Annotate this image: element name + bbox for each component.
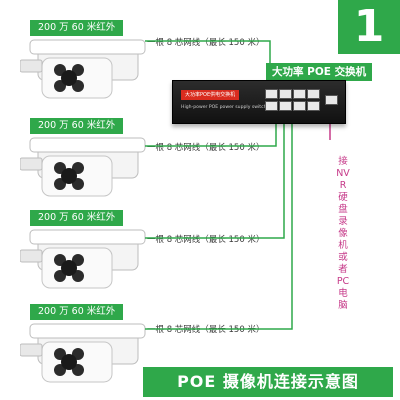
nvr-pc-label: 接NVR硬盘录像机或者PC电脑 xyxy=(336,156,350,311)
switch-brand: 大功率POE供电交换机 xyxy=(181,90,240,100)
ethernet-port xyxy=(265,101,278,111)
camera-tag: 200 万 60 米红外 xyxy=(30,118,124,134)
cable-label: 一根 8 芯网线（最长 150 米） xyxy=(147,38,265,48)
ethernet-port xyxy=(265,89,278,99)
ethernet-port xyxy=(307,101,320,111)
ethernet-port xyxy=(279,101,292,111)
camera-tag: 200 万 60 米红外 xyxy=(30,304,124,320)
cable-label: 一根 8 芯网线（最长 150 米） xyxy=(147,235,265,245)
cable-line xyxy=(145,100,285,239)
uplink-port xyxy=(325,95,338,105)
camera-image xyxy=(20,323,146,383)
ethernet-port xyxy=(307,89,320,99)
cable-line xyxy=(145,100,293,330)
poe-switch: 大功率POE供电交换机 High-power POE power supply … xyxy=(172,80,346,124)
step-number-badge: 1 xyxy=(338,0,400,54)
ethernet-port xyxy=(279,89,292,99)
diagram-title: POE 摄像机连接示意图 xyxy=(143,367,393,397)
camera-image xyxy=(20,137,146,197)
camera-image xyxy=(20,39,146,99)
ethernet-port xyxy=(293,89,306,99)
cable-label: 一根 8 芯网线（最长 150 米） xyxy=(147,325,265,335)
camera-image xyxy=(20,229,146,289)
camera-tag: 200 万 60 米红外 xyxy=(30,20,124,36)
cable-label: 一根 8 芯网线（最长 150 米） xyxy=(147,143,265,153)
switch-model: High-power POE power supply switch xyxy=(181,105,267,110)
ethernet-port xyxy=(293,101,306,111)
camera-tag: 200 万 60 米红外 xyxy=(30,210,124,226)
switch-title: 大功率 POE 交换机 xyxy=(266,63,373,81)
